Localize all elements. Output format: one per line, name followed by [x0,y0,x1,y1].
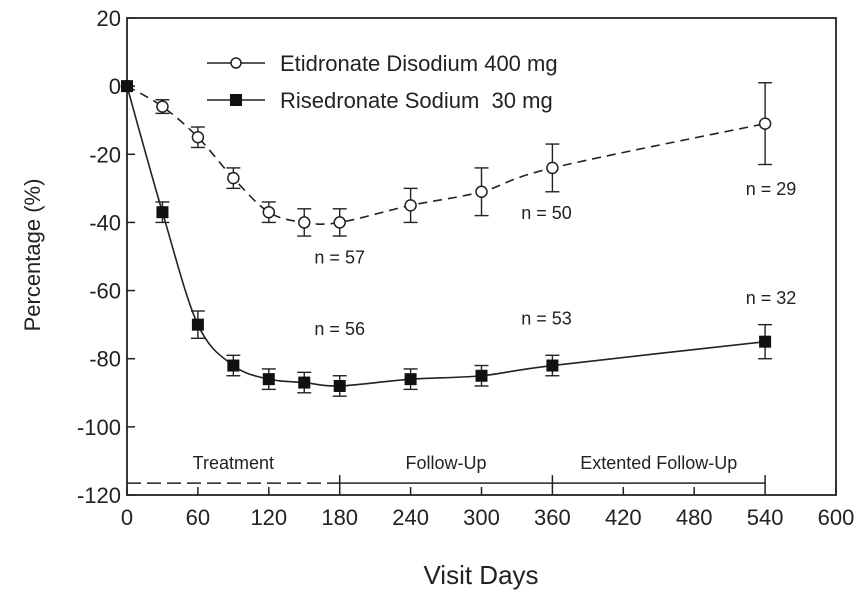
legend-label-risedronate: Risedronate Sodium 30 mg [280,88,553,113]
n-annotation: n = 32 [746,288,797,308]
x-tick-label: 300 [463,505,500,530]
x-tick-label: 360 [534,505,571,530]
x-tick-label: 180 [321,505,358,530]
legend-marker-etidronate [230,57,242,69]
legend-label-etidronate: Etidronate Disodium 400 mg [280,51,558,76]
y-tick-label: -20 [89,142,121,167]
data-point [298,216,311,229]
data-point [156,100,169,113]
data-point [546,161,559,175]
data-point [298,376,311,389]
n-annotation: n = 50 [521,203,572,223]
data-point [121,80,133,93]
y-tick-label: -80 [89,347,121,372]
x-axis-title: Visit Days [423,560,538,590]
y-tick-label: 0 [109,74,121,99]
series-line-1 [126,85,766,387]
data-point [156,206,169,219]
n-annotation: n = 57 [314,247,365,267]
data-point [333,216,346,229]
annotations: n = 57 n = 50 n = 29 n = 56 n = 53 n = 32 [314,179,796,339]
data-point [475,185,488,199]
n-annotation: n = 56 [314,319,365,339]
legend: Etidronate Disodium 400 mg Risedronate S… [207,51,558,113]
data-point [475,369,488,382]
data-point [404,373,417,386]
y-axis: 20 0 -20 -40 -60 -80 -100 -120 [77,6,135,508]
phase-label: Treatment [193,453,274,473]
data-point [758,117,772,130]
n-annotation: n = 53 [521,309,572,329]
x-tick-label: 600 [818,505,855,530]
x-tick-label: 240 [392,505,429,530]
y-tick-label: -60 [89,279,121,304]
x-tick-label: 540 [747,505,784,530]
x-axis: 0 60 120 180 240 300 360 420 480 540 600 [121,487,854,530]
x-tick-label: 60 [186,505,210,530]
y-tick-label: -40 [89,210,121,235]
x-tick-label: 120 [250,505,287,530]
phase-bar: Treatment Follow-Up Extented Follow-Up [127,453,766,488]
y-tick-label: -100 [77,415,121,440]
x-tick-label: 420 [605,505,642,530]
y-axis-title: Percentage (%) [20,179,45,332]
data-point [191,131,205,144]
n-annotation: n = 29 [746,179,797,199]
data-point [227,359,240,372]
data-point [759,335,772,348]
y-tick-label: -120 [77,483,121,508]
phase-label: Extented Follow-Up [580,453,737,473]
data-point [546,359,559,372]
legend-marker-risedronate [230,94,242,106]
y-tick-label: 20 [97,6,121,31]
data-point [262,373,275,386]
x-tick-label: 0 [121,505,133,530]
series-layer [120,79,773,397]
data-point [404,199,417,212]
data-point [333,379,346,392]
data-point [227,171,240,185]
data-point [191,318,204,331]
phase-label: Follow-Up [406,453,487,473]
x-tick-label: 480 [676,505,713,530]
data-point [262,205,276,219]
